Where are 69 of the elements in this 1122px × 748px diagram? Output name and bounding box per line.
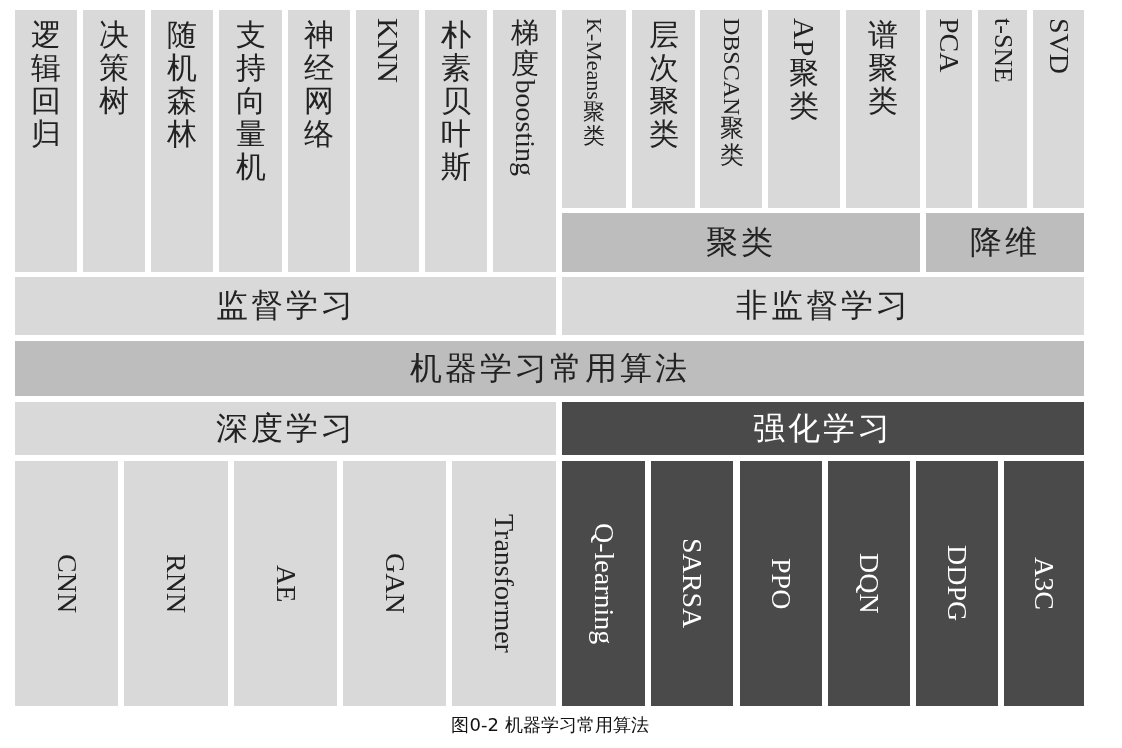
category-box [15, 341, 1084, 396]
category-label: 层次聚类 [647, 18, 680, 150]
category-box [425, 10, 487, 272]
category-label: RNN [160, 553, 192, 614]
category-box [15, 461, 118, 706]
category-label: t-SNE [987, 18, 1018, 83]
category-label: GAN [378, 553, 411, 614]
category-label: 决策树 [98, 18, 130, 117]
category-box [768, 10, 840, 208]
category-label: AE [269, 564, 302, 603]
category-label: 谱聚类 [867, 18, 899, 117]
figure-caption: 图0-2 机器学习常用算法 [450, 713, 650, 737]
category-label: 机器学习常用算法 [409, 348, 690, 388]
category-box [562, 461, 645, 706]
category-box [978, 10, 1027, 208]
category-box [356, 10, 419, 272]
category-label: 深度学习 [215, 408, 356, 448]
category-box [15, 402, 556, 455]
category-label: 逻辑回归 [30, 18, 62, 150]
category-label: Q-learning [587, 522, 620, 645]
category-label: 聚类 [706, 222, 776, 262]
category-label: 梯度boosting [508, 18, 541, 177]
category-label: PPO [765, 557, 797, 610]
category-label: 强化学习 [753, 408, 893, 448]
category-box [15, 10, 77, 272]
category-label: 朴素贝叶斯 [440, 18, 472, 183]
category-label: 监督学习 [215, 286, 356, 325]
category-box [493, 10, 556, 272]
category-box [1033, 10, 1084, 208]
category-box [632, 10, 695, 208]
category-label: K-Means聚类 [581, 18, 607, 149]
category-label: 非监督学习 [735, 286, 911, 325]
category-box [15, 277, 556, 335]
category-label: SVD [1042, 18, 1075, 74]
category-label: PCA [933, 18, 965, 73]
category-box [846, 10, 920, 208]
category-box [1004, 461, 1084, 706]
category-box [740, 461, 822, 706]
category-label: CNN [50, 553, 83, 614]
category-label: 神经网络 [303, 18, 335, 150]
category-box [288, 10, 350, 272]
category-label: 随机森林 [166, 18, 198, 150]
category-label: DDPG [941, 545, 973, 622]
category-label: Transformer [488, 514, 520, 653]
category-label: KNN [370, 18, 405, 83]
category-box [562, 10, 626, 208]
category-label: DQN [853, 553, 885, 614]
category-box [926, 10, 972, 208]
category-box [151, 10, 213, 272]
category-label: DBSCAN聚类 [717, 18, 745, 169]
category-box [124, 461, 228, 706]
category-box [700, 10, 762, 208]
category-label: SARSA [676, 538, 708, 629]
category-box [219, 10, 282, 272]
category-box [343, 461, 446, 706]
category-box [828, 461, 910, 706]
category-box [651, 461, 733, 706]
category-label: AP聚类 [787, 18, 821, 123]
category-label: A3C [1028, 557, 1060, 610]
category-box [452, 461, 556, 706]
category-box [926, 213, 1084, 272]
category-box [562, 213, 920, 272]
category-box [916, 461, 998, 706]
category-label: 支持向量机 [234, 18, 267, 183]
category-box [562, 277, 1084, 335]
category-box [562, 402, 1084, 455]
category-box [234, 461, 337, 706]
category-label: 降维 [970, 222, 1040, 262]
category-box [83, 10, 145, 272]
